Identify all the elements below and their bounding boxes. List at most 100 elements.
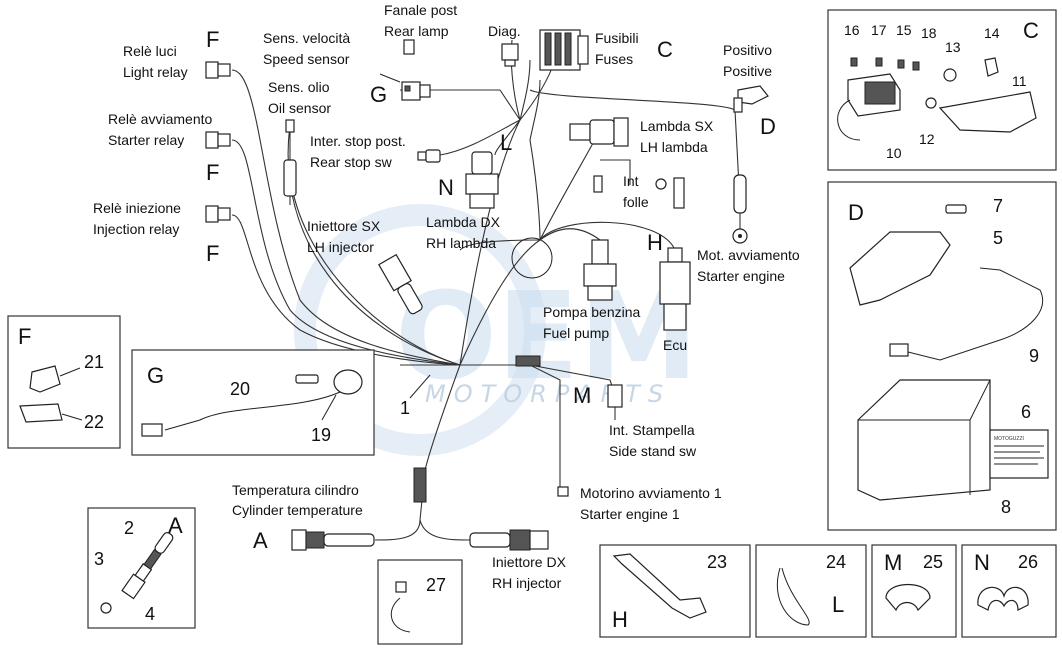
injection-relay-label-en: Injection relay <box>93 221 179 237</box>
rear-lamp-connector <box>403 39 415 55</box>
watermark: OEM MOTORPARTS <box>294 204 698 456</box>
screw-12 <box>925 97 937 109</box>
part-23-label: 23 <box>707 552 727 572</box>
part-2-label: 2 <box>124 518 134 538</box>
harness-number: 1 <box>400 398 410 418</box>
relay-holder-22 <box>19 403 63 423</box>
screw-7 <box>945 204 967 214</box>
cable-tie-head <box>395 581 407 593</box>
oil-sensor-label-it: Sens. olio <box>268 79 330 95</box>
starter-engine-label-it: Mot. avviamento <box>697 247 800 263</box>
side-stand-switch <box>607 384 623 420</box>
panel-f: F 21 22 <box>7 315 121 449</box>
fuse-15 <box>897 59 905 69</box>
starter-relay-label-it: Relè avviamento <box>108 111 212 127</box>
part-8-label: 8 <box>1001 497 1011 517</box>
speed-sensor-label-en: Speed sensor <box>263 51 350 67</box>
light-relay-connector <box>205 61 231 79</box>
fuse-box <box>539 29 589 71</box>
letter-a: A <box>253 528 268 553</box>
panel-l-letter: L <box>832 592 844 617</box>
lh-injector-label-en: LH injector <box>307 239 374 255</box>
starter-engine-cable <box>732 174 748 244</box>
part-24-label: 24 <box>826 552 846 572</box>
panel-n-letter: N <box>974 550 990 575</box>
part-25-label: 25 <box>923 552 943 572</box>
part-10-label: 10 <box>886 145 902 161</box>
rear-lamp-label-en: Rear lamp <box>384 23 449 39</box>
lh-lambda-label-it: Lambda SX <box>640 118 714 134</box>
part-20-label: 20 <box>230 379 250 399</box>
part-5-label: 5 <box>993 228 1003 248</box>
injection-relay-connector <box>205 205 231 223</box>
light-relay-label-en: Light relay <box>123 64 188 80</box>
cyl-temp-label-en: Cylinder temperature <box>232 502 363 518</box>
part-22-label: 22 <box>84 412 104 432</box>
part-21-label: 21 <box>84 352 104 372</box>
panel-a: A 2 3 4 <box>87 507 196 629</box>
clip-26 <box>977 586 1029 611</box>
harness-sleeve <box>413 467 427 503</box>
part-11-label: 11 <box>1012 73 1027 89</box>
part-15-label: 15 <box>896 22 912 38</box>
rh-lambda-connector <box>465 151 499 209</box>
part-6-label: 6 <box>1021 402 1031 422</box>
panel-n: N 26 <box>961 544 1057 638</box>
temp-sensor-assembly <box>121 532 174 600</box>
part-4-label: 4 <box>145 604 155 624</box>
cyl-temp-connector <box>291 529 375 551</box>
clamp-25 <box>885 584 931 612</box>
starter-engine-label-en: Starter engine <box>697 268 785 284</box>
lh-injector-connector <box>378 253 423 315</box>
letter-g: G <box>370 82 387 107</box>
ecu-label: Ecu <box>663 337 687 353</box>
ecu-connector <box>659 247 691 331</box>
bracket-11 <box>938 91 1037 133</box>
cable-tie-27 <box>390 597 411 633</box>
washer-4 <box>100 602 112 614</box>
part-3-label: 3 <box>94 549 104 569</box>
battery-bracket-5 <box>849 231 951 306</box>
fuel-pump-label-en: Fuel pump <box>543 325 609 341</box>
speed-sensor-connector <box>401 81 431 101</box>
panel-g-letter: G <box>147 363 164 388</box>
letter-l: L <box>500 130 512 155</box>
panel-h-letter: H <box>612 607 628 632</box>
side-stand-label-it: Int. Stampella <box>609 422 695 438</box>
letter-f-injection-relay: F <box>206 241 219 266</box>
letter-m: M <box>573 383 591 408</box>
neutral-switch <box>593 175 685 209</box>
rear-stop-label-it: Inter. stop post. <box>310 133 406 149</box>
neutral-label-en: folle <box>623 194 649 210</box>
lh-lambda-label-en: LH lambda <box>640 139 708 155</box>
letter-f-light-relay: F <box>206 27 219 52</box>
clip-14 <box>984 57 999 77</box>
rear-stop-label-en: Rear stop sw <box>310 154 393 170</box>
part-18-label: 18 <box>921 25 937 41</box>
speed-sensor-plug <box>141 423 163 437</box>
fuel-pump-label-it: Pompa benzina <box>543 304 641 320</box>
panel-a-letter: A <box>168 513 183 538</box>
battery-label-text: MOTOGUZZI <box>994 436 1024 442</box>
side-stand-junction <box>515 355 541 367</box>
part-14-label: 14 <box>984 25 1000 41</box>
diag-label: Diag. <box>488 23 521 39</box>
starter-engine-1-label-en: Starter engine 1 <box>580 506 680 522</box>
speed-sensor-label-it: Sens. velocità <box>263 30 350 46</box>
panel-27: 27 <box>377 559 463 645</box>
fuses-label-it: Fusibili <box>595 30 639 46</box>
part-16-label: 16 <box>844 22 860 38</box>
part-7-label: 7 <box>993 196 1003 216</box>
starter-relay-connector <box>205 131 231 149</box>
part-26-label: 26 <box>1018 552 1038 572</box>
fuse-17 <box>875 57 883 67</box>
cyl-temp-label-it: Temperatura cilindro <box>232 482 359 498</box>
junction-circle <box>511 237 553 279</box>
part-19-label: 19 <box>311 425 331 445</box>
rh-lambda-label-it: Lambda DX <box>426 214 501 230</box>
starter-engine-1-connector <box>557 486 569 497</box>
panel-h: H 23 <box>599 544 751 638</box>
panel-m-letter: M <box>884 550 902 575</box>
rh-injector-connector <box>469 529 549 551</box>
